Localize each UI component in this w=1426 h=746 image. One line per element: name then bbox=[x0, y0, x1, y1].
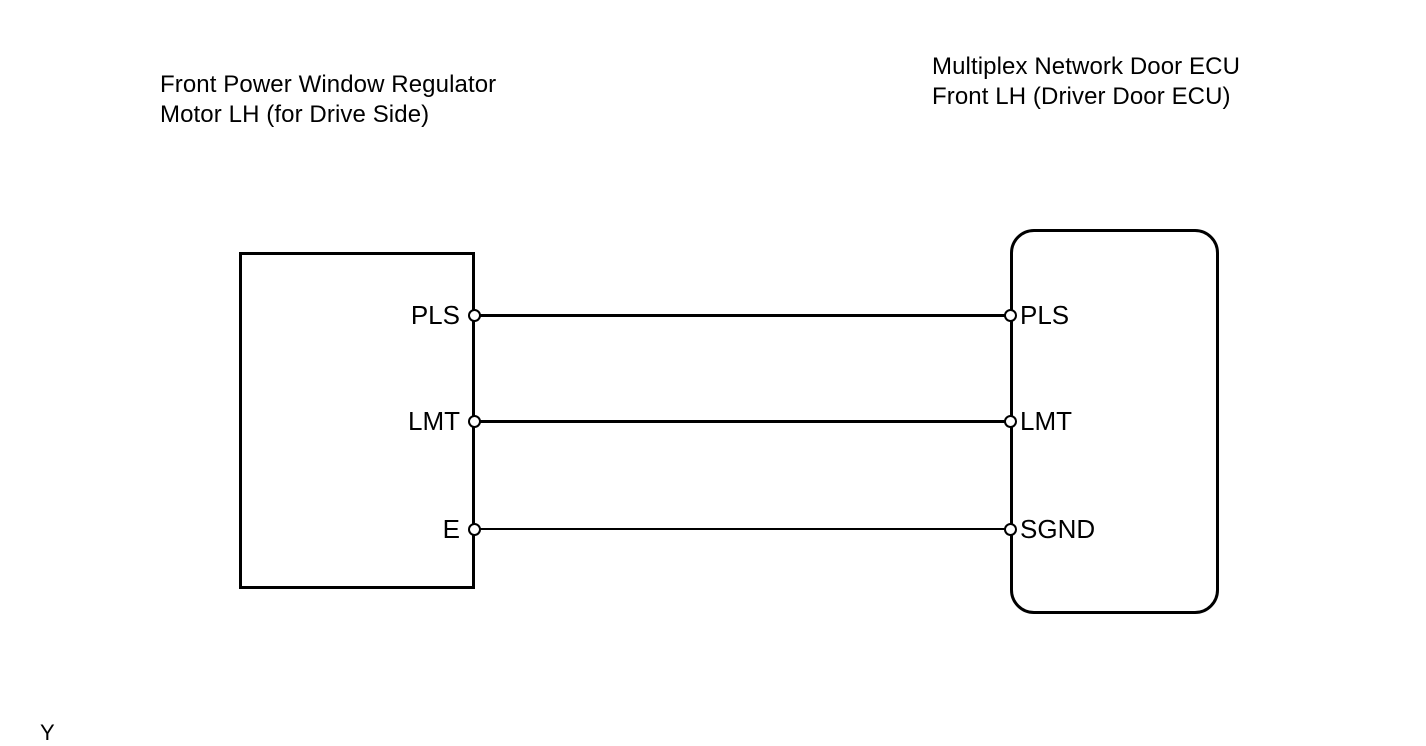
component-box-motor bbox=[239, 252, 475, 589]
terminal-label-motor-pls: PLS bbox=[410, 300, 460, 330]
component-title-motor: Front Power Window Regulator Motor LH (f… bbox=[160, 71, 497, 128]
page-corner-glyph: Y bbox=[40, 720, 55, 745]
wire-e-sgnd bbox=[474, 528, 1010, 530]
wire-lmt bbox=[474, 419, 1010, 423]
terminal-label-motor-e: E bbox=[442, 514, 460, 544]
terminal-label-ecu-sgnd: SGND bbox=[1020, 514, 1096, 544]
terminal-label-motor-lmt: LMT bbox=[408, 406, 460, 436]
terminal-dot-motor-pls[interactable] bbox=[468, 308, 481, 322]
terminal-dot-ecu-lmt[interactable] bbox=[1004, 414, 1017, 428]
component-box-ecu bbox=[1010, 229, 1219, 614]
terminal-dot-motor-lmt[interactable] bbox=[468, 414, 481, 428]
wire-pls bbox=[474, 313, 1010, 317]
component-title-ecu: Multiplex Network Door ECU Front LH (Dri… bbox=[932, 53, 1241, 110]
terminal-dot-ecu-sgnd[interactable] bbox=[1004, 522, 1017, 536]
terminal-dot-ecu-pls[interactable] bbox=[1004, 308, 1017, 322]
terminal-dot-motor-e[interactable] bbox=[468, 522, 481, 536]
terminal-label-ecu-pls: PLS bbox=[1020, 300, 1070, 330]
terminal-label-ecu-lmt: LMT bbox=[1020, 406, 1072, 436]
